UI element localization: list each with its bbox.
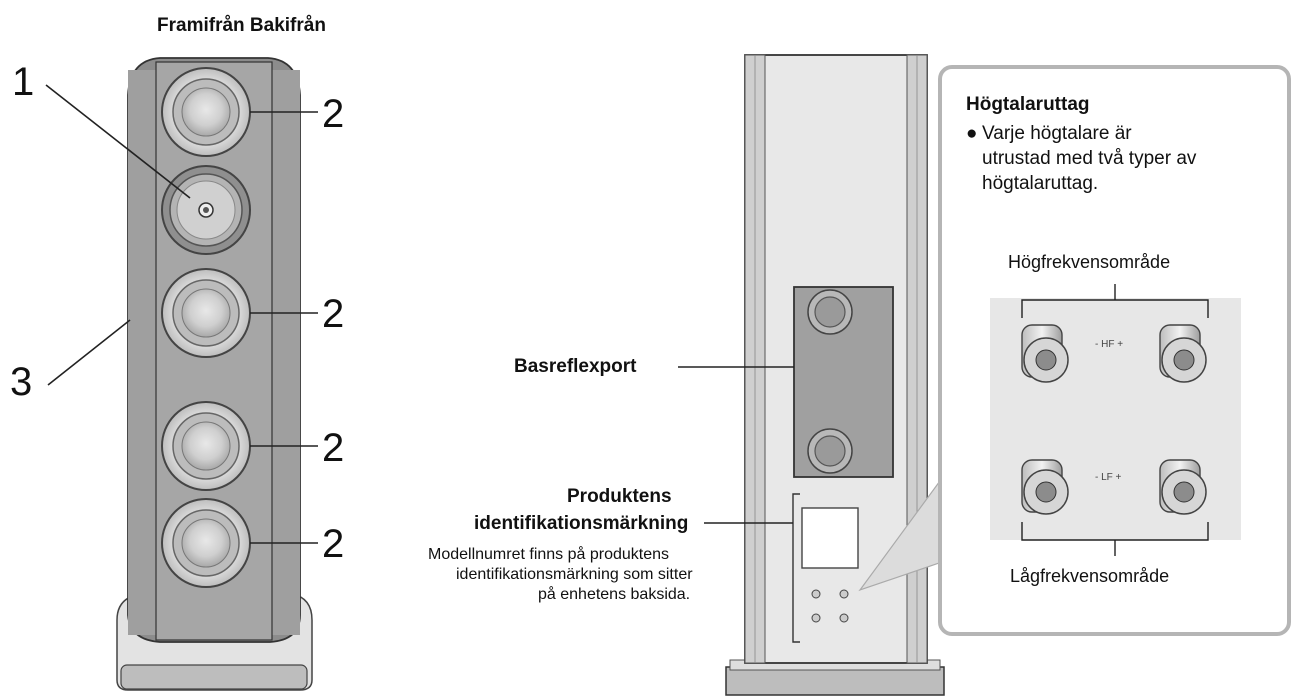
driver-bottom [161,498,251,588]
bass-reflex-port-top [807,289,853,335]
front-left-bevel [128,70,156,635]
product-id-label [801,507,859,569]
terminal-body-line3: högtalaruttag. [982,173,1099,194]
leader-1 [45,84,191,199]
callout-number-2-upper: 2 [322,292,345,336]
driver-mid-lower [161,401,251,491]
high-frequency-label: Högfrekvensområde [1008,252,1171,272]
callout-number-3: 3 [10,360,33,404]
rear-terminal-lf-pos [839,613,849,623]
front-speaker [45,57,318,691]
lf-marking: - LF + [1095,472,1122,483]
front-right-bevel [272,70,300,635]
terminal-hf-pos [1159,324,1207,383]
product-id-note-line2: identifikationsmärkning som sitter [456,566,693,583]
callout-number-2-top: 2 [322,92,345,136]
rear-speaker [678,54,949,696]
terminal-body-line2: utrustad med två typer av [982,148,1197,169]
callout-number-2-lower: 2 [322,426,345,470]
terminal-lf-pos [1159,459,1207,515]
terminal-body-line1: Varje högtalare är [982,123,1132,144]
driver-mid-upper [161,268,251,358]
driver-top [161,67,251,157]
bass-reflex-label: Basreflexport [514,356,637,377]
product-id-label-line1: Produktens [567,486,672,507]
bass-reflex-port-bottom [807,428,853,474]
terminal-area-bracket [792,493,800,643]
terminal-bullet: ● [966,123,978,144]
tweeter [161,165,251,255]
callout-number-2-bottom: 2 [322,522,345,566]
terminal-callout-title: Högtalaruttag [966,94,1090,115]
leader-3 [47,319,131,386]
rear-terminal-hf-pos [839,589,849,599]
views-header: Framifrån Bakifrån [157,15,326,36]
terminal-hf-neg [1021,324,1069,383]
product-id-label-line2: identifikationsmärkning [474,513,689,534]
rear-terminal-hf-neg [811,589,821,599]
rear-terminal-lf-neg [811,613,821,623]
product-id-note-line3: på enhetens baksida. [538,586,691,603]
low-frequency-label: Lågfrekvensområde [1010,566,1170,586]
hf-marking: - HF + [1095,339,1124,350]
rear-base [725,666,945,696]
terminal-callout [938,65,1291,636]
callout-number-1: 1 [12,60,35,104]
product-id-note-line1: Modellnumret finns på produktens [428,546,670,563]
front-base-foot [120,664,308,690]
terminal-lf-neg [1021,459,1069,515]
